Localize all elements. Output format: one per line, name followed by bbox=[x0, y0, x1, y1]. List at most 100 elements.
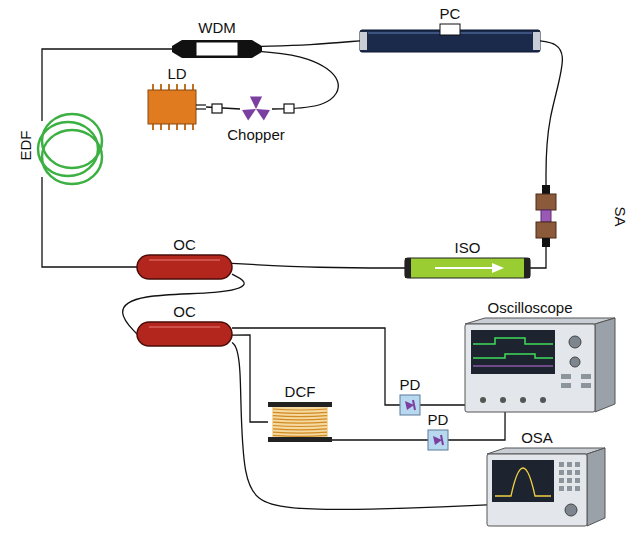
scope-knob bbox=[570, 357, 580, 367]
iso-body bbox=[405, 258, 530, 278]
optical-fiber bbox=[232, 342, 487, 509]
optical-component: PD bbox=[400, 395, 420, 415]
optical-fiber bbox=[232, 263, 405, 268]
optical-fiber bbox=[42, 193, 137, 267]
oc-body bbox=[137, 255, 232, 279]
pd-bar bbox=[413, 400, 415, 410]
edf-lead bbox=[41, 105, 42, 121]
scope-knob bbox=[569, 336, 581, 348]
osa-front bbox=[487, 454, 587, 526]
component-label: OC bbox=[173, 236, 196, 253]
ld-body bbox=[148, 90, 196, 124]
ld-symbol bbox=[148, 84, 206, 130]
component-label: PD bbox=[400, 376, 421, 393]
optical-fiber bbox=[448, 412, 505, 440]
osa-knob bbox=[565, 504, 577, 516]
pd-body bbox=[428, 430, 448, 450]
optical-fiber bbox=[232, 335, 268, 422]
sa-film bbox=[541, 210, 551, 222]
optical-fiber bbox=[540, 41, 562, 185]
fiber-connector bbox=[212, 104, 222, 113]
optical-component: OSA bbox=[487, 448, 605, 526]
scope-port bbox=[540, 397, 546, 403]
edf-symbol bbox=[35, 105, 105, 193]
optical-fiber bbox=[530, 247, 546, 268]
pc-paddle bbox=[440, 24, 460, 35]
wdm-body bbox=[172, 40, 262, 58]
optical-component: EDF bbox=[35, 105, 105, 193]
pd-symbol bbox=[400, 395, 420, 415]
component-label: SA bbox=[611, 206, 628, 226]
pd-diode bbox=[433, 436, 442, 445]
component-label: LD bbox=[167, 65, 186, 82]
pd-symbol bbox=[428, 430, 448, 450]
scope-port bbox=[520, 397, 526, 403]
osa-key bbox=[567, 486, 572, 491]
osa-spectrum bbox=[495, 468, 551, 496]
scope-side bbox=[595, 318, 615, 412]
pc-symbol bbox=[360, 24, 540, 52]
chopper-blade bbox=[250, 96, 262, 109]
sa-ferrule bbox=[536, 194, 556, 210]
osa-symbol bbox=[487, 448, 605, 526]
iso-arrow bbox=[435, 267, 492, 269]
dcf-winding bbox=[273, 416, 327, 417]
osa-key bbox=[559, 478, 564, 483]
osa-key bbox=[575, 470, 580, 475]
osa-key bbox=[567, 470, 572, 475]
scope-button bbox=[561, 374, 571, 379]
dcf-winding bbox=[273, 419, 327, 420]
scope-button bbox=[561, 383, 571, 388]
iso-symbol bbox=[405, 258, 530, 278]
ld-pigtail bbox=[196, 104, 206, 105]
component-label: OSA bbox=[521, 429, 553, 446]
scope-button bbox=[581, 383, 591, 388]
chopper-symbol bbox=[240, 94, 272, 124]
pd-diode bbox=[405, 401, 414, 410]
dcf-winding bbox=[273, 412, 327, 413]
pc-cap bbox=[360, 32, 367, 50]
osa-key bbox=[567, 462, 572, 467]
optical-component: OC bbox=[137, 322, 232, 346]
optical-fiber bbox=[206, 107, 240, 109]
component-label: WDM bbox=[198, 19, 236, 36]
dcf-winding bbox=[273, 432, 327, 433]
scope-screen bbox=[471, 330, 555, 374]
scope-top bbox=[465, 318, 615, 324]
oc-highlight bbox=[149, 259, 220, 261]
optical-component: ISO bbox=[405, 258, 530, 278]
oc-symbol bbox=[137, 322, 232, 346]
iso-arrowhead bbox=[492, 263, 504, 273]
dcf-core bbox=[272, 407, 328, 437]
dcf-winding bbox=[273, 435, 327, 436]
oc-body bbox=[137, 322, 232, 346]
pd-body bbox=[400, 395, 420, 415]
component-label: EDF bbox=[17, 130, 34, 160]
chopper-blade bbox=[256, 109, 270, 121]
wdm-window bbox=[196, 42, 238, 56]
sa-ferrule bbox=[536, 222, 556, 238]
sa-cap bbox=[542, 185, 550, 194]
osa-key bbox=[575, 478, 580, 483]
dcf-winding bbox=[273, 409, 327, 410]
oc-highlight bbox=[149, 326, 220, 328]
optical-fiber bbox=[232, 328, 400, 405]
wdm-symbol bbox=[172, 38, 262, 60]
scope-trace bbox=[473, 338, 553, 344]
component-label: Chopper bbox=[227, 126, 285, 143]
chopper-blade bbox=[242, 109, 256, 121]
dcf-symbol bbox=[268, 402, 332, 442]
component-label: ISO bbox=[455, 239, 481, 256]
scope-front bbox=[465, 324, 595, 412]
dcf-winding bbox=[273, 429, 327, 430]
component-label: OC bbox=[173, 303, 196, 320]
osa-side bbox=[587, 448, 605, 526]
scope-trace bbox=[473, 366, 553, 367]
osa-key bbox=[575, 486, 580, 491]
optical-component: Oscilloscope bbox=[465, 318, 615, 412]
component-label: DCF bbox=[285, 383, 316, 400]
component-label: PD bbox=[428, 411, 449, 428]
dcf-flange bbox=[268, 402, 332, 407]
